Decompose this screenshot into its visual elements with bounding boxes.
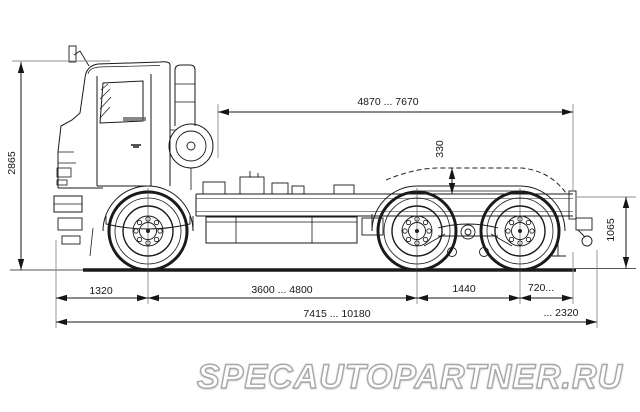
mirror-glass (68, 45, 77, 63)
dimension-labels: 2865 4870 ... 7670 330 1065 1320 3600 ..… (6, 96, 617, 320)
dim-frame-length (218, 108, 573, 116)
dim-overall-length (56, 318, 597, 326)
label-rear-frame-height: 1065 (605, 218, 617, 242)
front-fender (102, 185, 194, 232)
envelope-dashed-line (385, 167, 567, 194)
truck-drawing (10, 45, 636, 278)
label-rear-overhang-max: ... 2320 (543, 307, 578, 319)
cab-badge (123, 117, 146, 121)
frame-end-plate (568, 190, 577, 220)
toolbox (205, 216, 384, 244)
door-handle (131, 144, 141, 148)
rear-end-equipment (552, 216, 593, 257)
frame-equipment (202, 171, 355, 195)
dim-bottom-row (56, 294, 573, 302)
dim-overall-height (17, 62, 25, 270)
dim-rear-frame-height (622, 197, 630, 268)
label-front-overhang: 1320 (89, 285, 113, 297)
air-intake (168, 64, 214, 190)
label-frame-drop: 330 (434, 140, 446, 158)
label-rear-axle-spacing: 1440 (452, 283, 476, 295)
label-overall-height: 2865 (6, 151, 18, 175)
watermark-text: SPECAUTOPARTNER.RU (196, 357, 624, 396)
label-wheelbase: 3600 ... 4800 (251, 284, 312, 296)
tow-hook (581, 235, 593, 247)
label-overall-length: 7415 ... 10180 (303, 308, 370, 320)
dim-frame-drop (448, 168, 456, 194)
label-rear-overhang-min: 720... (528, 282, 554, 294)
cab (53, 45, 194, 257)
dimension-lines (12, 60, 636, 328)
label-frame-length: 4870 ... 7670 (357, 96, 418, 108)
extension-lines (12, 60, 636, 328)
rear-suspension (423, 223, 513, 257)
wheel-centerlines (147, 188, 521, 278)
